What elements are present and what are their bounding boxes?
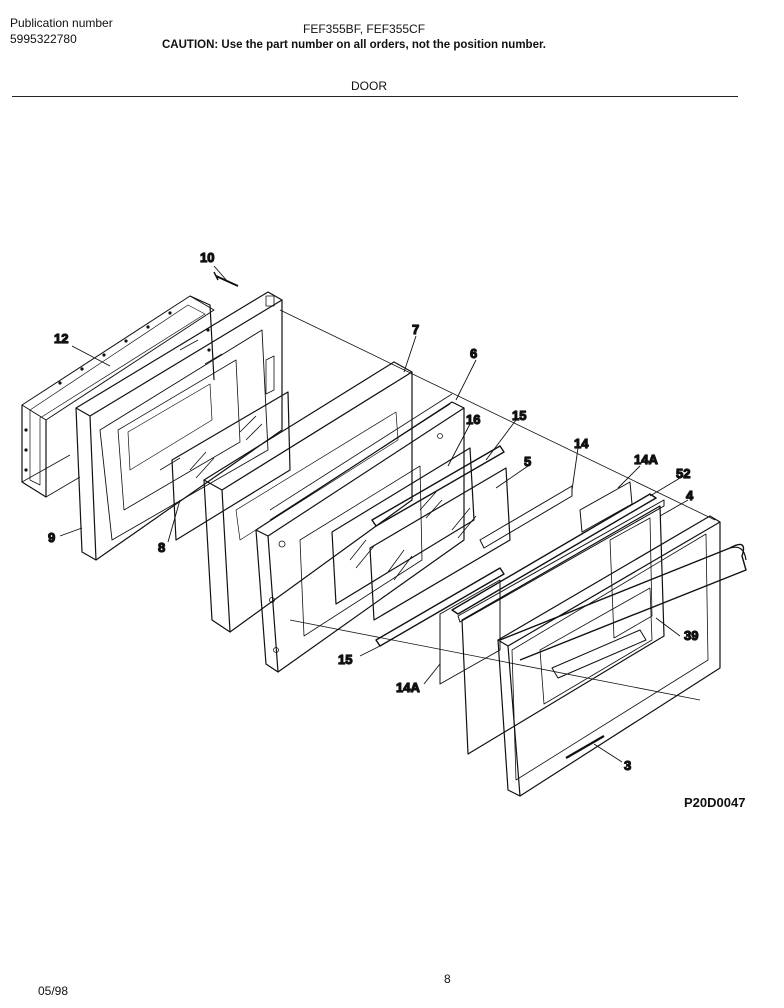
callout-14a-upper: 14A xyxy=(634,452,658,467)
callout-3: 3 xyxy=(624,758,631,773)
callout-15-upper: 15 xyxy=(512,408,526,423)
callout-7: 7 xyxy=(412,322,419,337)
door-gasket xyxy=(21,295,215,498)
door-trim-strip xyxy=(451,493,665,623)
heat-shield-14a-upper xyxy=(579,481,633,533)
inner-glass-panel xyxy=(171,391,291,541)
model-numbers: FEF355BF, FEF355CF xyxy=(303,22,426,36)
callout-14: 14 xyxy=(574,436,589,451)
callout-8: 8 xyxy=(158,540,165,555)
callout-6: 6 xyxy=(470,346,477,361)
callout-14a-lower: 14A xyxy=(396,680,420,695)
outer-glass-panel xyxy=(369,467,511,621)
callout-16: 16 xyxy=(466,412,480,427)
heat-shield-14 xyxy=(479,485,573,549)
door-outer-panel xyxy=(461,505,665,755)
callout-52: 52 xyxy=(676,466,690,481)
header-rule xyxy=(12,96,738,97)
door-outer-frame xyxy=(497,515,721,797)
publication-number: 5995322780 xyxy=(10,32,77,46)
publication-label: Publication number xyxy=(10,16,113,30)
section-title: DOOR xyxy=(351,79,387,93)
callout-39: 39 xyxy=(684,628,698,643)
callout-4: 4 xyxy=(686,488,694,503)
door-inner-frame xyxy=(255,393,465,673)
callout-10: 10 xyxy=(200,250,214,265)
door-handle xyxy=(499,543,747,679)
inner-door-panel xyxy=(75,291,283,561)
screw xyxy=(213,271,239,287)
callout-12: 12 xyxy=(54,331,68,346)
glass-retainer-lower xyxy=(375,567,505,647)
leader-lines xyxy=(59,265,689,763)
callout-15-lower: 15 xyxy=(338,652,352,667)
page-number: 8 xyxy=(444,972,451,986)
callout-5: 5 xyxy=(524,454,531,469)
footer-date: 05/98 xyxy=(38,984,69,998)
glass-retainer-upper xyxy=(371,445,505,527)
caution-note: CAUTION: Use the part number on all orde… xyxy=(162,39,546,51)
callout-labels: 10 12 9 8 7 6 16 15 5 14 14A 52 4 39 3 1… xyxy=(47,249,699,773)
callout-9: 9 xyxy=(48,530,55,545)
door-insulation xyxy=(203,361,413,633)
heat-shield-14a-lower xyxy=(439,579,501,685)
middle-glass-panel xyxy=(331,447,475,605)
diagram-code: P20D0047 xyxy=(684,795,746,810)
assembly-guide-lines xyxy=(279,309,716,701)
